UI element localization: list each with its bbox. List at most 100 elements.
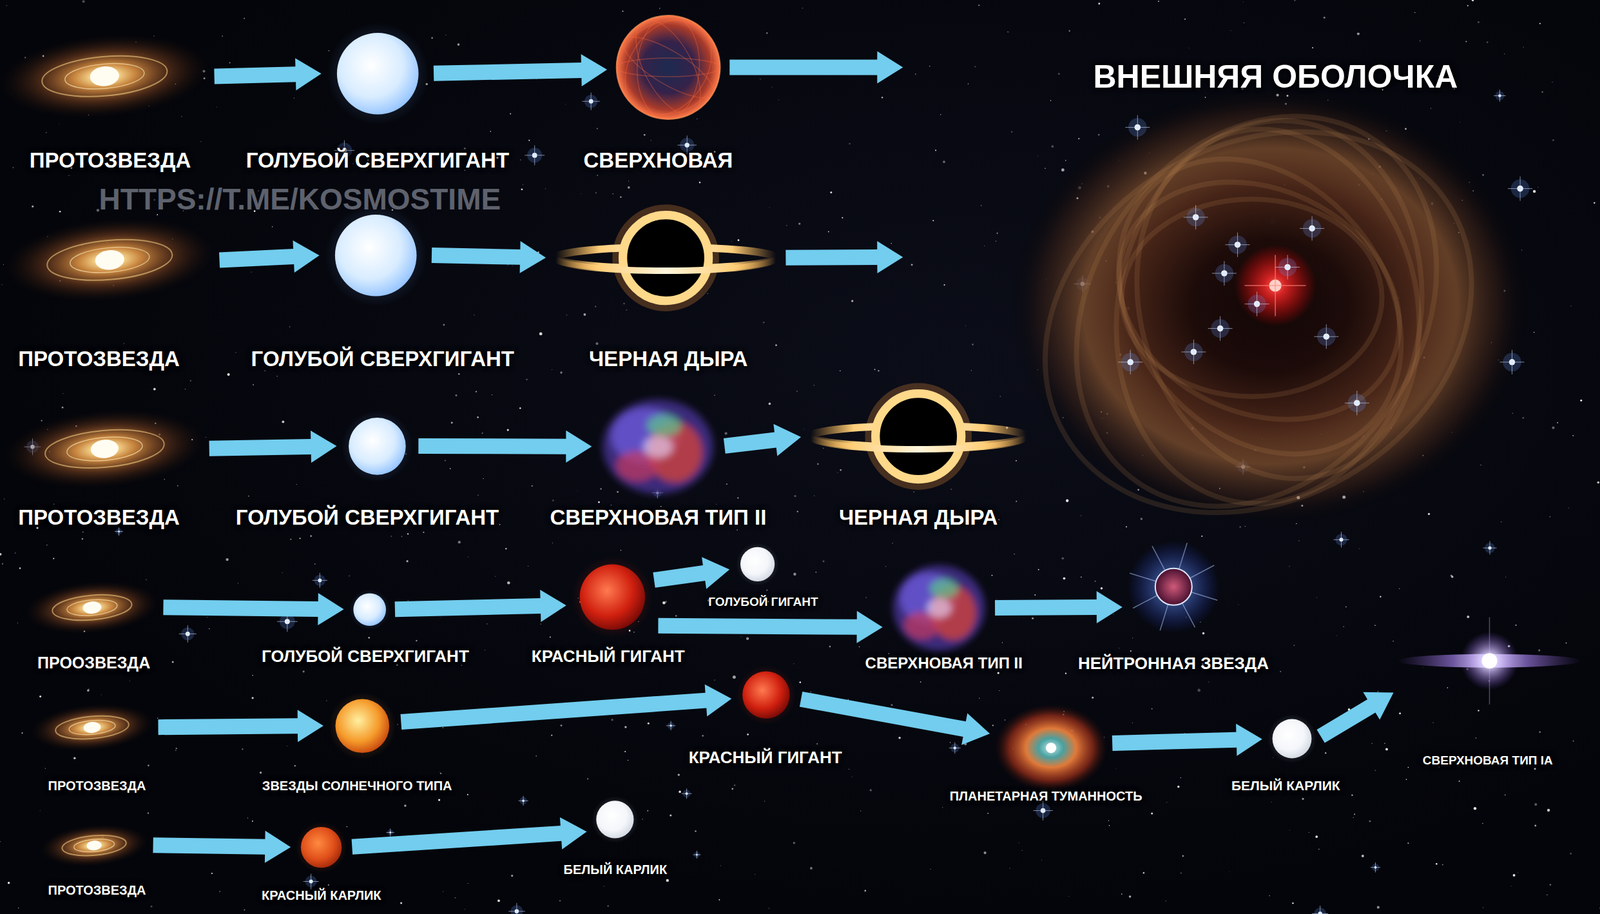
- bh-part: [623, 214, 709, 301]
- star: [646, 809, 649, 812]
- white-part: [735, 542, 780, 586]
- star: [473, 314, 475, 316]
- star: [129, 680, 131, 682]
- star: [1021, 849, 1023, 851]
- stage-label: ПРОТОЗВЕЗДА: [29, 148, 192, 172]
- star: [348, 574, 350, 577]
- disk-part: [1, 210, 218, 310]
- star: [817, 463, 820, 466]
- star: [1517, 871, 1519, 873]
- stage-node: ПРОТОЗВЕЗДА: [0, 35, 210, 118]
- star: [731, 240, 733, 242]
- blue-part: [353, 592, 386, 626]
- stage-node: ГОЛУБОЙ СВЕРХГИГАНТ: [324, 204, 427, 307]
- star: [1473, 806, 1477, 810]
- flow-arrow: [209, 430, 338, 463]
- snii-part: [926, 597, 952, 618]
- stage-label: БЕЛЫЙ КАРЛИК: [1231, 778, 1341, 794]
- star: [1546, 894, 1548, 896]
- snii-part: [646, 414, 682, 436]
- star: [1132, 722, 1133, 723]
- star: [971, 343, 974, 346]
- star: [147, 812, 149, 814]
- star: [1121, 893, 1123, 895]
- flow-arrow: [785, 240, 903, 274]
- star: [1599, 907, 1600, 908]
- star: [858, 646, 861, 648]
- stage-label: ПРОТОЗВЕЗДА: [18, 347, 180, 371]
- star: [552, 542, 553, 544]
- star: [659, 7, 660, 9]
- flow-arrow: [351, 817, 588, 855]
- snii-part: [929, 578, 959, 598]
- star: [17, 622, 19, 624]
- star: [319, 572, 321, 588]
- star: [1513, 873, 1516, 877]
- star: [1050, 99, 1051, 101]
- star: [252, 384, 254, 386]
- flow-arrow: [433, 54, 608, 87]
- star: [885, 565, 887, 567]
- star: [484, 649, 486, 651]
- star: [707, 293, 709, 294]
- star: [713, 395, 715, 396]
- star: [603, 885, 605, 887]
- star: [813, 494, 815, 496]
- sn-part: [616, 57, 721, 77]
- star: [650, 139, 651, 141]
- star: [837, 471, 838, 473]
- snia-part: [1460, 631, 1519, 690]
- star: [58, 123, 60, 125]
- star: [519, 407, 521, 409]
- star: [965, 325, 966, 327]
- star: [1377, 690, 1379, 693]
- flow-arrow: [152, 830, 291, 863]
- star: [623, 302, 625, 305]
- disk-part: [65, 597, 118, 618]
- star: [771, 86, 772, 88]
- star: [971, 369, 972, 371]
- star: [438, 799, 441, 801]
- nebula-part: [1275, 255, 1277, 317]
- star: [1556, 422, 1559, 424]
- red-part: [736, 665, 796, 725]
- star: [1534, 802, 1537, 806]
- star: [1140, 517, 1144, 521]
- star: [719, 898, 721, 901]
- star: [732, 675, 736, 679]
- blue-picture: [324, 204, 427, 307]
- stage-label: ВНЕШНЯЯ ОБОЛОЧКА: [1092, 58, 1458, 95]
- star: [1311, 47, 1314, 49]
- star: [891, 703, 894, 706]
- star: [86, 689, 89, 692]
- stage-label: ЧЕРНАЯ ДЫРА: [588, 347, 749, 371]
- star: [616, 491, 619, 493]
- star: [766, 32, 768, 34]
- disk-part: [28, 698, 155, 755]
- star: [1593, 202, 1596, 205]
- stage-node: ГОЛУБОЙ СВЕРХГИГАНТ: [341, 410, 414, 482]
- star: [822, 447, 824, 449]
- star: [505, 547, 508, 550]
- star: [200, 141, 202, 142]
- star: [1037, 155, 1039, 157]
- nebula-part: [1287, 255, 1289, 280]
- star: [1166, 801, 1167, 803]
- star: [978, 697, 980, 699]
- disk-part: [83, 721, 102, 734]
- star: [1377, 906, 1380, 909]
- disk-part: [23, 576, 161, 639]
- star: [829, 645, 832, 648]
- star: [1438, 766, 1440, 768]
- star: [1058, 72, 1061, 75]
- star: [521, 188, 524, 191]
- star: [1112, 613, 1115, 615]
- star: [96, 208, 100, 212]
- star: [458, 373, 460, 375]
- star: [46, 544, 48, 546]
- star: [746, 733, 749, 736]
- star: [467, 556, 469, 557]
- star: [786, 224, 788, 227]
- star: [583, 313, 587, 316]
- star: [389, 828, 391, 836]
